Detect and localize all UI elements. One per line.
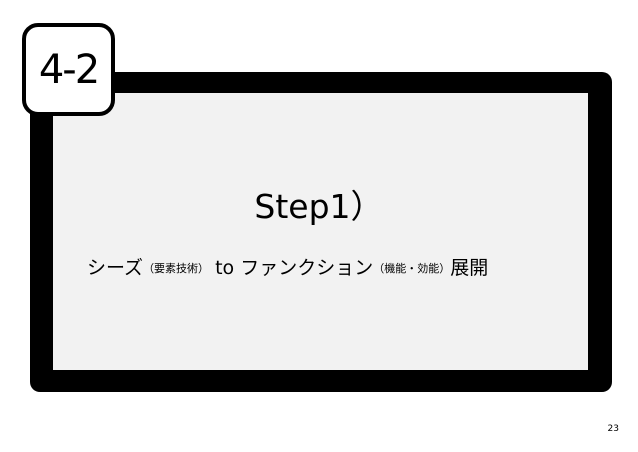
page-number: 23	[607, 424, 619, 434]
section-badge: 4-2	[22, 23, 115, 116]
subtitle-function-note: （機能・効能）	[373, 262, 451, 275]
subtitle-seeds-note: （要素技術）	[143, 262, 210, 275]
slide-panel	[53, 93, 588, 370]
subtitle-connector: to	[209, 257, 241, 279]
section-number: 4-2	[38, 46, 100, 93]
slide-title: Step1）	[254, 187, 384, 226]
slide-subtitle: シーズ（要素技術） to ファンクション（機能・効能）展開	[87, 259, 587, 278]
subtitle-function: ファンクション	[240, 257, 374, 279]
subtitle-seeds: シーズ	[87, 257, 144, 279]
subtitle-expansion: 展開	[450, 257, 489, 279]
